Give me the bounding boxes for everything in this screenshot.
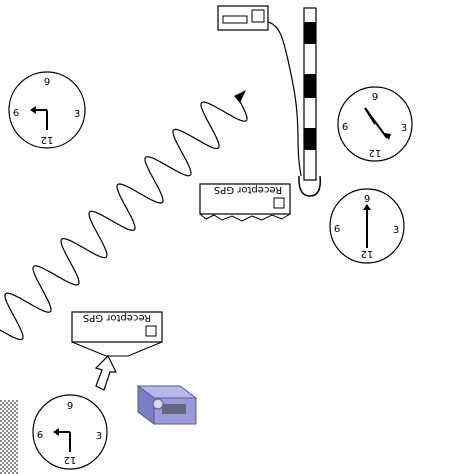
clock-bottom-left: 6 9 3 12 [32,394,108,470]
clock-label-left: 9 [37,428,43,439]
clock-label-right: 3 [393,225,399,236]
clock-top-left: 6 9 3 12 [8,71,86,149]
clock-label-top: 6 [372,90,378,101]
receiver-lower: Receptor GPS [71,311,163,357]
clock-label-top: 6 [44,75,50,86]
signal-wave [0,90,248,341]
clock-label-left: 9 [334,222,340,233]
clock-label-bottom: 12 [361,248,374,259]
receiver-lower-label: Receptor GPS [83,312,151,323]
clock-label-right: 3 [74,109,80,120]
clock-label-left: 9 [13,106,19,117]
clock-middle-right: 6 9 3 12 [329,188,405,264]
top-device [217,5,269,31]
hatched-strip [0,400,18,474]
hollow-arrow [94,354,117,391]
clock-label-bottom: 12 [64,454,77,465]
clock-label-top: 6 [364,192,370,203]
pole-hook [298,175,322,197]
clock-label-right: 3 [96,431,102,442]
antenna-block [136,385,198,425]
receiver-upper-label: Receptor GPS [214,184,282,195]
clock-label-bottom: 12 [41,134,54,145]
clock-label-left: 9 [342,120,348,131]
clock-label-bottom: 12 [369,147,382,158]
clock-top-right: 6 9 3 12 [337,86,413,162]
receiver-upper: Receptor GPS [199,183,291,222]
striped-pole [303,7,317,181]
cable [267,21,302,177]
clock-label-right: 3 [401,123,407,134]
clock-label-top: 6 [67,399,73,410]
